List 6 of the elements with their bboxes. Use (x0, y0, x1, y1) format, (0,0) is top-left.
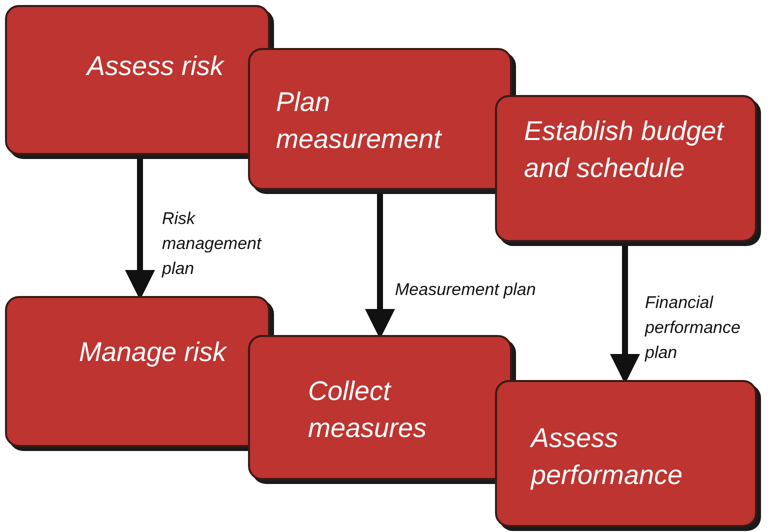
box-label: Assess risk (87, 50, 226, 83)
box-label: Plan measurement (276, 86, 443, 156)
box-label: Establish budget and schedule (524, 115, 726, 185)
box-label: Manage risk (79, 336, 228, 369)
box-label: Assess performance (531, 422, 684, 492)
box-label: Collect measures (308, 375, 428, 445)
